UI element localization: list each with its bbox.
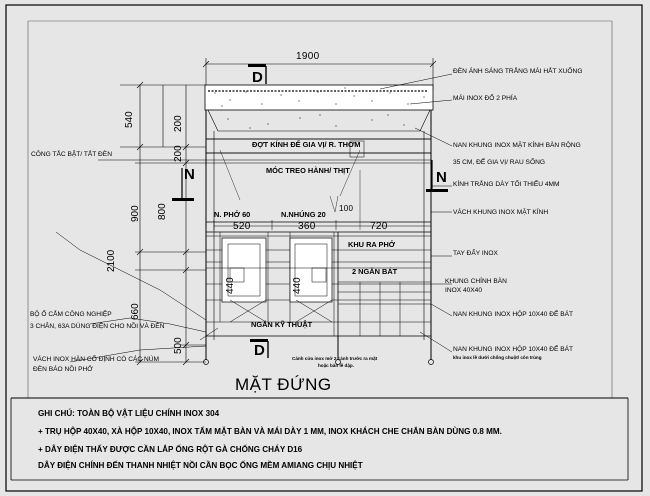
dimension-vertical-chain [120,81,206,366]
section-mark-bottom [250,339,269,358]
label-cabinet-glass: ĐỢT KÍNH ĐỂ GIA VỊ/ R. THƠM [252,140,361,149]
dimension-lower-height: 660 [130,303,141,320]
label-bowl-shelf: 2 NGĂN BÁT [352,267,398,276]
label-door-note-2: hoặc bản lề dập. [318,363,354,368]
label-tech-shelf: NGĂN KỸ THUẬT [251,320,313,329]
label-hook: MÓC TREO HÀNH/ THỊT [266,166,350,175]
section-label-bottom: D [254,342,265,359]
note-bowl-guard: khu inox lề dưới chống chuột/ côn trùng [453,355,542,360]
note-switch: CÔNG TẮC BẬT/ TẮT ĐÈN [31,151,112,158]
dimension-base-height: 500 [173,337,184,354]
dimension-burner-left: 440 [225,277,236,294]
shelf-grid [229,281,431,336]
note-socket-2: 3 CHÂN, 63A DÙNG ĐIỆN CHO NỒI VÀ ĐÈN [30,323,165,330]
note-main-frame-2: INOX 40X40 [445,287,483,294]
note-glass: KÍNH TRẮNG DÀY TỐI THIỂU 4MM [453,181,560,188]
section-label-right: N [436,169,447,186]
note-frame-inox-1: NAN KHUNG INOX MẶT KÍNH BÀN RỘNG [453,142,581,149]
dimension-sink-right: 360 [298,221,316,232]
dimension-inner [213,220,432,230]
note-wire-2: ĐÈN BÁO NỒI PHỞ [33,366,93,373]
section-label-top: D [252,69,263,86]
note-main-frame-1: KHUNG CHÍNH BÀN [445,278,507,285]
note-handle: TAY ĐẨY INOX [453,250,498,257]
dimension-mid-height: 800 [157,203,168,220]
general-note-4: DÂY ĐIỆN CHÍNH ĐẾN THANH NHIỆT NỒI CẦN B… [38,461,363,470]
section-mark-top [248,64,267,84]
dimension-burner-right: 440 [292,277,303,294]
dimension-leg-height: 100 [339,204,354,213]
note-roof-light: ĐÈN ÁNH SÁNG TRẮNG MÁI HẮT XUỐNG [453,68,583,75]
dimension-roof-height: 540 [124,111,135,128]
label-door-note-1: Cánh cửa inox mở 2 cánh trước ra mặt [292,356,378,361]
roof [204,84,434,132]
note-frame-inox-2: 35 CM, ĐỂ GIA VỊ/ RAU SỐNG [453,159,545,166]
drawing-title: MẶT ĐỨNG [235,375,332,394]
note-glass-frame: VÁCH KHUNG INOX MẶT KÍNH [453,209,549,216]
note-bowl-frame: NAN KHUNG INOX HỘP 10X40 ĐỂ BÁT [453,311,574,318]
section-mark-left [172,168,194,201]
note-wire-1: VÁCH INOX HÀN CỐ ĐỊNH CÓ CÁC NÚM [33,356,160,363]
dimension-total-height: 2100 [106,249,117,272]
section-label-left: N [184,166,195,183]
dimension-band-height: 200 [173,145,184,162]
dimension-upper-height: 200 [173,115,184,132]
dimension-counter-height: 900 [130,205,141,222]
note-socket-1: BỘ Ổ CẮM CÔNG NGHIỆP [30,311,112,318]
dimension-right-width: 720 [370,221,388,232]
dimension-overall-width: 1900 [296,51,320,62]
pot-pho [221,237,267,303]
dimension-sink-left: 520 [233,221,251,232]
general-note-1: GHI CHÚ: TOÀN BỘ VẬT LIỆU CHÍNH INOX 304 [38,409,220,418]
label-pho-area: KHU RA PHỞ [348,240,396,249]
note-bowl-frame-2: NAN KHUNG INOX HỘP 10X40 ĐỂ BÁT [453,346,574,353]
general-note-3: + DÂY ĐIỆN THẤY ĐƯỢC CẦN LẮP ỐNG RỘT GÀ … [38,445,303,454]
leader-lines [55,73,453,363]
pot-noodle [289,237,333,303]
label-noodle-pot: N.NHÚNG 20 [281,210,326,219]
general-note-2: + TRỤ HỘP 40X40, XÀ HỘP 10X40, INOX TẤM … [38,427,502,436]
label-pho-pot: N. PHỞ 60 [214,210,251,219]
section-mark-right [426,160,448,192]
legs [203,336,434,365]
note-roof-inox: MÁI INOX ĐỔ 2 PHÍA [453,95,518,102]
